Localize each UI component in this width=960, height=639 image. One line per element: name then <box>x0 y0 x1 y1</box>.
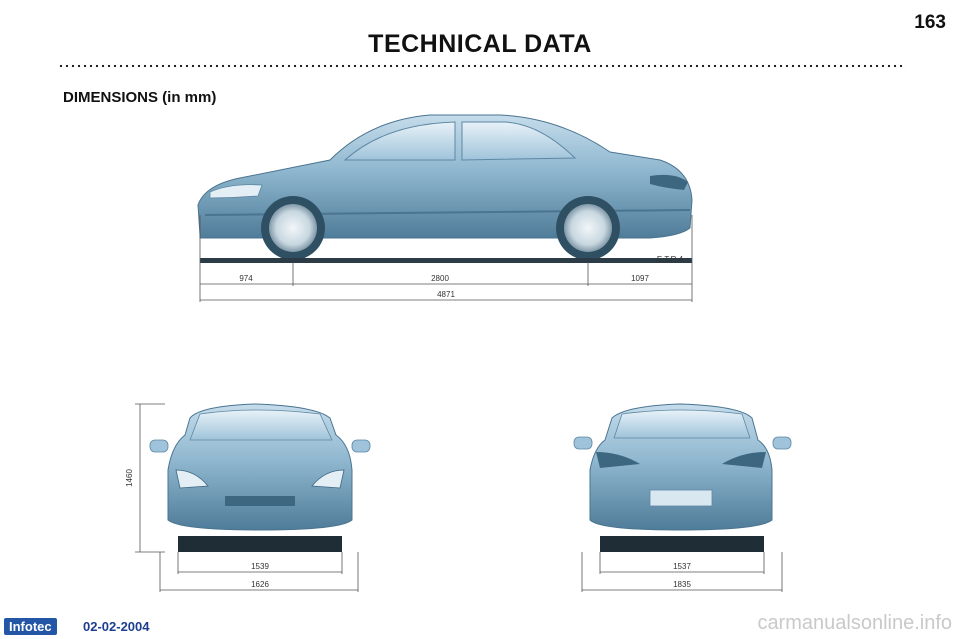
car-rear-view <box>573 403 792 552</box>
overall-length-label: 4871 <box>437 290 455 299</box>
front-track-label: 1539 <box>251 562 269 571</box>
front-width-label: 1626 <box>251 580 269 589</box>
car-side-view <box>197 114 693 263</box>
height-label: 1460 <box>125 469 134 487</box>
watermark: carmanualsonline.info <box>757 612 952 634</box>
dotted-divider <box>58 64 906 68</box>
brand-badge: Infotec <box>4 618 57 635</box>
page-number: 163 <box>914 12 946 33</box>
side-badge: E.T.R.4 <box>657 255 684 264</box>
side-dimension-lines <box>199 215 693 302</box>
rear-width-label: 1835 <box>673 580 691 589</box>
rear-track-label: 1537 <box>673 562 691 571</box>
section-heading: DIMENSIONS (in mm) <box>63 89 217 106</box>
car-front-view <box>149 403 371 552</box>
rear-overhang-label: 1097 <box>631 274 649 283</box>
front-overhang-label: 974 <box>239 274 253 283</box>
footer-date: 02-02-2004 <box>83 619 150 634</box>
page-title: TECHNICAL DATA <box>368 30 592 58</box>
wheelbase-label: 2800 <box>431 274 449 283</box>
front-dimension-lines <box>135 403 359 592</box>
rear-dimension-lines <box>581 552 783 592</box>
